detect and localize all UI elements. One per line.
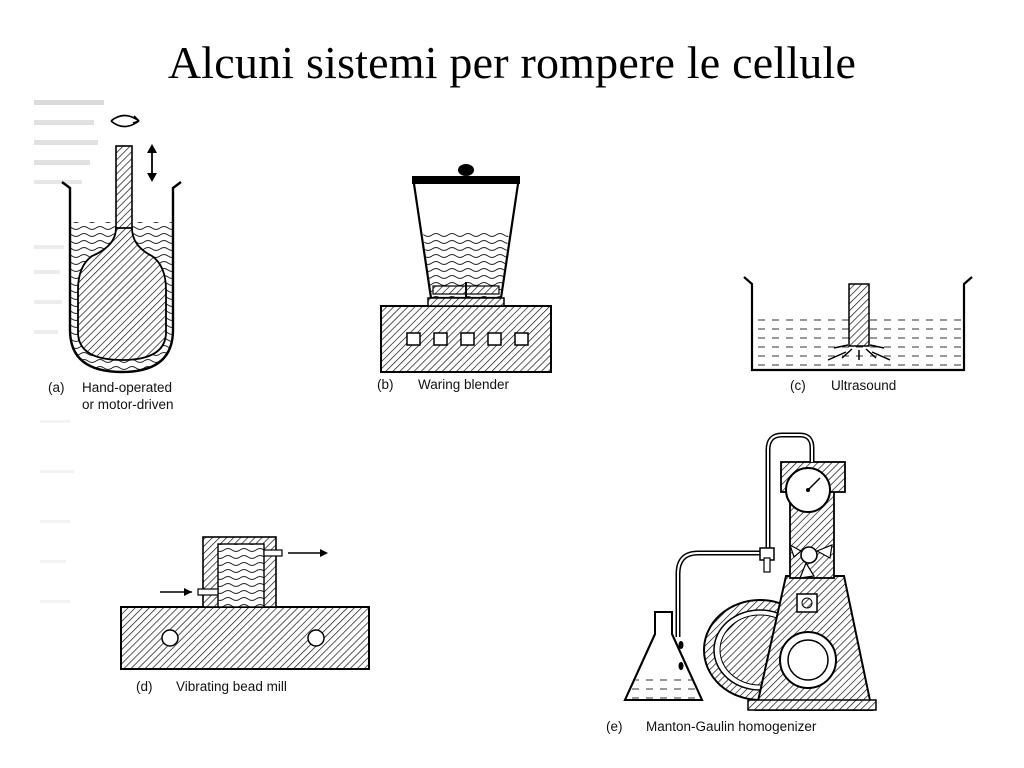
figure-b-blender	[380, 164, 552, 373]
figure-d-caption: Vibrating bead mill	[176, 679, 287, 694]
figure-c-caption: Ultrasound	[831, 378, 896, 393]
figure-e-manton-gaulin	[623, 432, 877, 711]
figure-e-caption: Manton-Gaulin homogenizer	[646, 719, 817, 734]
figure-a-letter: (a)	[48, 380, 65, 395]
figure-d-letter: (d)	[136, 679, 153, 694]
figure-c-ultrasound	[743, 276, 973, 372]
figure-e-letter: (e)	[606, 719, 623, 734]
figure-b-letter: (b)	[377, 377, 394, 392]
scan-bleed-through	[34, 100, 104, 603]
figure-c-letter: (c)	[790, 378, 806, 393]
figure-a-caption-line2: or motor-driven	[82, 397, 174, 412]
figure-b-caption: Waring blender	[418, 377, 510, 392]
slide-title: Alcuni sistemi per rompere le cellule	[167, 37, 857, 88]
figure-d-bead-mill	[120, 536, 370, 670]
figure-a-caption-line1: Hand-operated	[82, 380, 172, 395]
figure-a-homogenizer	[61, 114, 182, 374]
